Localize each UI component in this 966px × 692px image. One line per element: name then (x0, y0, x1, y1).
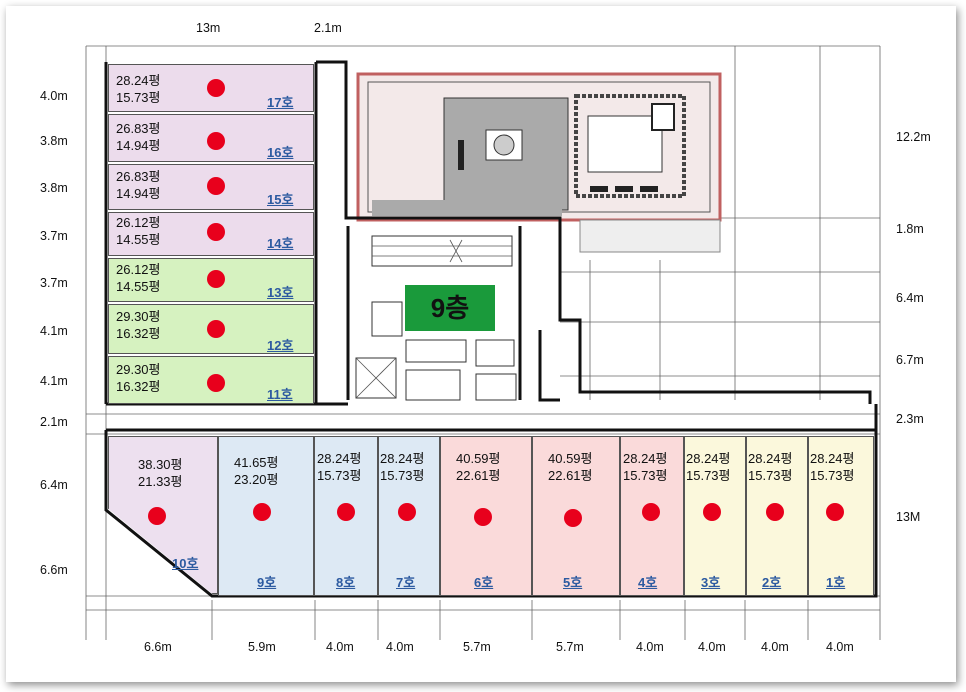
unit-13-marker (207, 270, 225, 288)
dim-left-4: 3.7m (40, 229, 68, 243)
unit-2-label: 2호 (762, 575, 782, 590)
dim-left-6: 4.1m (40, 324, 68, 338)
dim-left-1: 4.0m (40, 89, 68, 103)
unit-16-label: 16호 (267, 145, 294, 160)
unit-11-marker (207, 374, 225, 392)
floor-label: 9층 (405, 285, 495, 331)
dim-left-5: 3.7m (40, 276, 68, 290)
unit-6-marker (474, 508, 492, 526)
unit-6-label: 6호 (474, 575, 494, 590)
unit-7-marker (398, 503, 416, 521)
dim-bottom-1: 6.6m (144, 640, 172, 654)
dim-left-8: 2.1m (40, 415, 68, 429)
unit-4-marker (642, 503, 660, 521)
dim-right-1: 12.2m (896, 130, 931, 144)
unit-10-marker (148, 507, 166, 525)
unit-8-marker (337, 503, 355, 521)
unit-13-label: 13호 (267, 285, 294, 300)
unit-16-marker (207, 132, 225, 150)
unit-5-marker (564, 509, 582, 527)
unit-2 (746, 436, 808, 596)
dim-right-5: 2.3m (896, 412, 924, 426)
unit-1-label: 1호 (826, 575, 846, 590)
dim-top-1: 13m (196, 21, 221, 35)
dim-bottom-8: 4.0m (698, 640, 726, 654)
unit-12-label: 12호 (267, 338, 294, 353)
unit-4-label: 4호 (638, 575, 658, 590)
unit-2-marker (766, 503, 784, 521)
unit-17-marker (207, 79, 225, 97)
unit-12-marker (207, 320, 225, 338)
dim-bottom-5: 5.7m (463, 640, 491, 654)
dim-left-2: 3.8m (40, 134, 68, 148)
unit-14-label: 14호 (267, 236, 294, 251)
unit-9-label: 9호 (257, 575, 277, 590)
unit-16 (108, 114, 314, 162)
dim-bottom-9: 4.0m (761, 640, 789, 654)
unit-7-label: 7호 (396, 575, 416, 590)
unit-17-label: 17호 (267, 95, 294, 110)
unit-8-label: 8호 (336, 575, 356, 590)
unit-3-marker (703, 503, 721, 521)
dim-bottom-4: 4.0m (386, 640, 414, 654)
unit-15-label: 15호 (267, 192, 294, 207)
unit-15-marker (207, 177, 225, 195)
dim-bottom-2: 5.9m (248, 640, 276, 654)
dim-top-2: 2.1m (314, 21, 342, 35)
dim-bottom-10: 4.0m (826, 640, 854, 654)
unit-14-marker (207, 223, 225, 241)
dim-left-7: 4.1m (40, 374, 68, 388)
dim-bottom-7: 4.0m (636, 640, 664, 654)
dim-bottom-6: 5.7m (556, 640, 584, 654)
unit-10-label: 10호 (172, 556, 199, 571)
dim-right-2: 1.8m (896, 222, 924, 236)
unit-5-label: 5호 (563, 575, 583, 590)
dim-right-4: 6.7m (896, 353, 924, 367)
dim-right-3: 6.4m (896, 291, 924, 305)
unit-11-label: 11호 (267, 387, 293, 402)
unit-9-marker (253, 503, 271, 521)
dim-left-10: 6.6m (40, 563, 68, 577)
dim-right-6: 13M (896, 510, 921, 524)
unit-3-label: 3호 (701, 575, 721, 590)
dim-bottom-3: 4.0m (326, 640, 354, 654)
unit-1-marker (826, 503, 844, 521)
dim-left-9: 6.4m (40, 478, 68, 492)
dim-left-3: 3.8m (40, 181, 68, 195)
